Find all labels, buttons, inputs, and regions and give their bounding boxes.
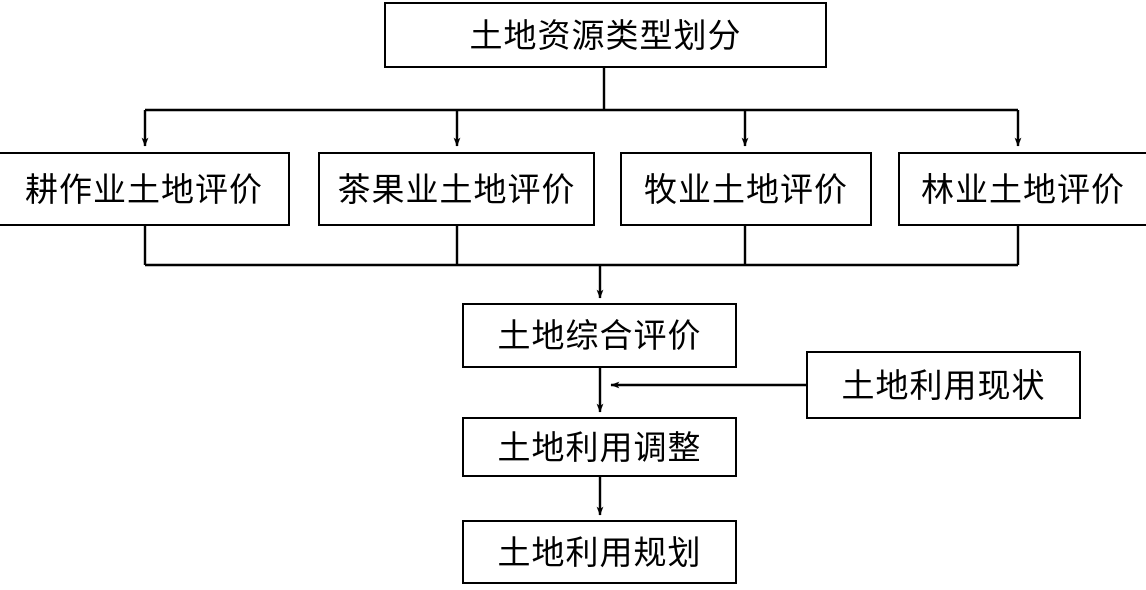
node-eval-tea-fruit[interactable]: 茶果业土地评价 [318,152,595,226]
node-land-use-planning[interactable]: 土地利用规划 [462,520,737,584]
node-root-label: 土地资源类型划分 [469,15,742,55]
node-comprehensive-evaluation[interactable]: 土地综合评价 [462,303,737,368]
node-eval-pasture[interactable]: 牧业土地评价 [620,152,872,226]
node-current-land-use[interactable]: 土地利用现状 [806,351,1081,419]
node-eval-crop-label: 耕作业土地评价 [25,169,263,209]
node-comprehensive-evaluation-label: 土地综合评价 [497,316,702,355]
node-land-use-adjustment-label: 土地利用调整 [497,427,702,467]
node-land-use-planning-label: 土地利用规划 [497,532,702,572]
node-eval-forest-label: 林业土地评价 [921,169,1125,209]
node-current-land-use-label: 土地利用现状 [841,365,1046,405]
node-eval-forest[interactable]: 林业土地评价 [898,152,1146,226]
node-eval-pasture-label: 牧业土地评价 [644,169,848,209]
node-land-use-adjustment[interactable]: 土地利用调整 [462,417,737,477]
node-eval-crop[interactable]: 耕作业土地评价 [0,152,290,226]
node-eval-tea-fruit-label: 茶果业土地评价 [337,169,576,209]
node-root[interactable]: 土地资源类型划分 [384,2,827,68]
